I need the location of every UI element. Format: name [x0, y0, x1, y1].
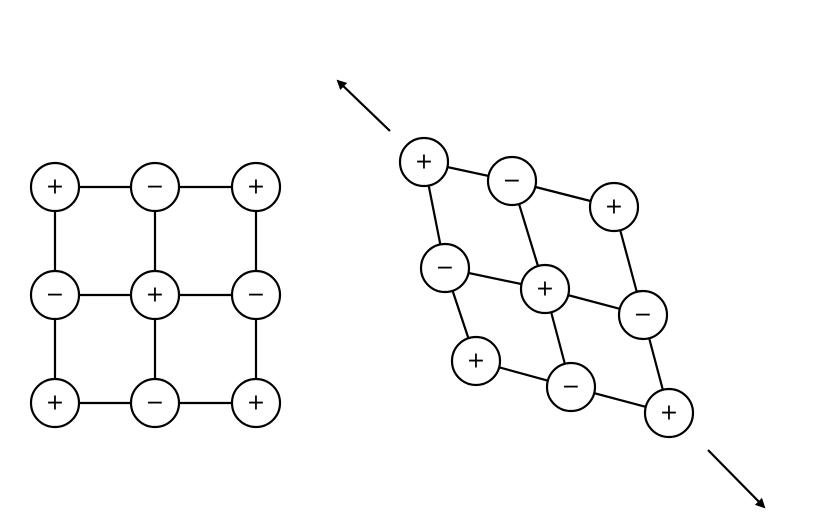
ion-circle	[230, 161, 282, 213]
ion-circle	[419, 242, 471, 294]
ion-charge-sign: +	[660, 401, 678, 426]
ion-charge-sign: +	[46, 391, 64, 416]
ion-circle	[29, 377, 81, 429]
ion-circle	[519, 263, 571, 315]
left-ion-1-2: −	[230, 269, 282, 321]
ion-circle	[29, 161, 81, 213]
right-ion-1-0: −	[419, 242, 471, 294]
ion-charge-sign: +	[46, 175, 64, 200]
right-ion-2-2: +	[643, 387, 695, 439]
right-ion-0-2: +	[588, 181, 640, 233]
ion-circle	[230, 377, 282, 429]
ion-circle	[588, 181, 640, 233]
ion-circle	[29, 269, 81, 321]
ion-charge-sign: −	[146, 391, 164, 416]
ion-circle	[129, 377, 181, 429]
ion-charge-sign: +	[247, 391, 265, 416]
ion-charge-sign: +	[415, 150, 433, 175]
ion-circle	[486, 155, 538, 207]
ion-charge-sign: +	[605, 195, 623, 220]
ion-circle	[617, 289, 669, 341]
left-ion-2-0: +	[29, 377, 81, 429]
sheared-lattice: + − + − + − + − +	[398, 136, 695, 439]
right-ion-1-1: +	[519, 263, 571, 315]
ion-charge-sign: +	[467, 349, 485, 374]
left-ion-1-1: +	[129, 269, 181, 321]
ion-charge-sign: −	[46, 283, 64, 308]
ion-circle	[398, 136, 450, 188]
right-ion-2-1: −	[545, 361, 597, 413]
ion-circle	[643, 387, 695, 439]
ion-circle	[129, 161, 181, 213]
ion-charge-sign: +	[247, 175, 265, 200]
stress-arrow-lower	[707, 449, 766, 509]
left-ion-2-2: +	[230, 377, 282, 429]
ion-charge-sign: −	[503, 169, 521, 194]
right-ion-0-0: +	[398, 136, 450, 188]
left-ion-0-0: +	[29, 161, 81, 213]
unstrained-lattice: + − + − + − + − +	[29, 161, 282, 429]
ion-charge-sign: −	[436, 256, 454, 281]
ion-charge-sign: −	[146, 175, 164, 200]
ion-charge-sign: −	[247, 283, 265, 308]
right-ion-2-0: +	[450, 335, 502, 387]
right-ion-1-2: −	[617, 289, 669, 341]
ion-circle	[545, 361, 597, 413]
ion-charge-sign: +	[146, 283, 164, 308]
ion-charge-sign: −	[634, 303, 652, 328]
right-ion-0-1: −	[486, 155, 538, 207]
ion-circle	[129, 269, 181, 321]
left-ion-2-1: −	[129, 377, 181, 429]
left-ion-1-0: −	[29, 269, 81, 321]
ion-circle	[450, 335, 502, 387]
ion-circle	[230, 269, 282, 321]
left-ion-0-1: −	[129, 161, 181, 213]
ion-charge-sign: −	[562, 375, 580, 400]
left-ion-0-2: +	[230, 161, 282, 213]
stress-arrow-upper	[336, 79, 391, 132]
ion-charge-sign: +	[536, 277, 554, 302]
